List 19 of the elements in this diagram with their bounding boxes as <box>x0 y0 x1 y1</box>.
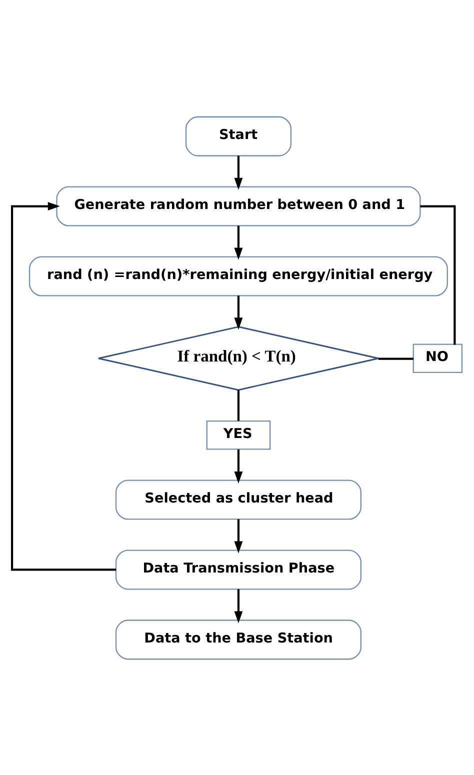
node-diamond: If rand(n) < T(n) <box>98 326 380 390</box>
arrow <box>234 155 243 190</box>
node-box: rand (n) =rand(n)*remaining energy/initial energy <box>28 256 448 296</box>
node-box: Data to the Base Station <box>115 619 362 660</box>
arrow <box>234 448 243 484</box>
node-box: NO <box>412 343 463 373</box>
arrow <box>234 518 243 553</box>
arrow <box>10 202 116 570</box>
node-box: YES <box>206 420 271 450</box>
node-box: Generate random number between 0 and 1 <box>56 186 421 226</box>
arrow <box>234 225 243 260</box>
arrow <box>234 588 243 623</box>
node-box: Start <box>185 116 292 156</box>
connector <box>237 390 240 420</box>
connector <box>420 204 456 344</box>
node-box: Data Transmission Phase <box>115 549 362 590</box>
arrow <box>234 295 243 330</box>
node-box: Selected as cluster head <box>115 479 362 520</box>
connector <box>378 357 414 360</box>
